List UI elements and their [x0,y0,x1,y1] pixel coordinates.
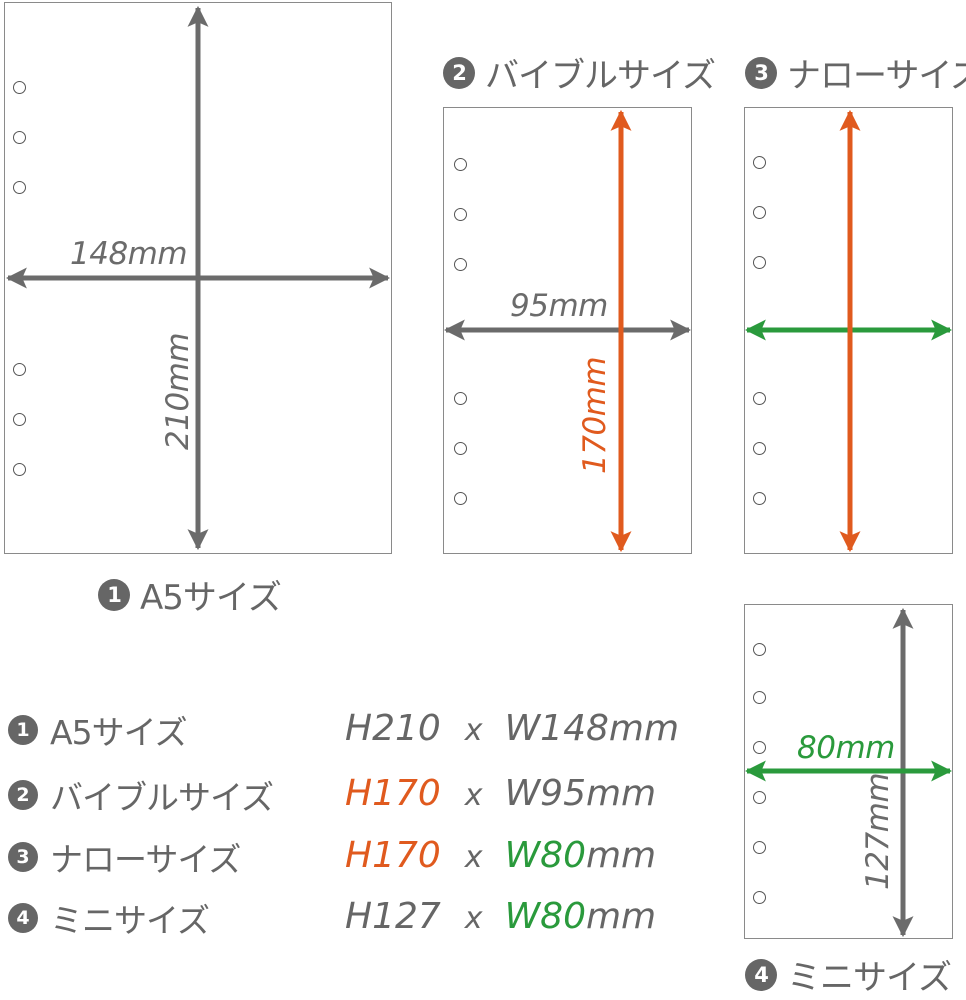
mini-height-label: 127mm [860,772,896,890]
spec-list-item-narrow: 3 ナローサイズ [8,832,241,882]
mini-width-label: 80mm [797,730,895,766]
bible-width-label: 95mm [510,288,608,324]
spec-height: H210 [345,708,441,749]
spec-height: H170 [345,773,441,814]
spec-times: x [464,778,483,813]
binder-hole [454,208,467,221]
spec-times: x [464,840,483,875]
binder-hole [13,413,26,426]
number-badge: 2 [8,780,38,810]
binder-hole [454,492,467,505]
spec-times: x [464,901,483,936]
spec-name: ミニサイズ [50,901,210,940]
spec-dimensions-a5: H210 x W148mm [345,708,679,749]
spec-dimensions-narrow: H170 x W80mm [345,835,656,876]
binder-hole [753,643,766,656]
number-badge: 3 [8,842,38,872]
number-badge: 3 [745,56,777,89]
binder-hole [753,392,766,405]
binder-hole [753,791,766,804]
binder-hole [454,258,467,271]
binder-hole [454,392,467,405]
spec-width: W95 [504,773,586,814]
spec-list-item-mini: 4 ミニサイズ [8,893,210,943]
spec-name: ナローサイズ [50,840,241,879]
number-badge: 1 [98,578,130,611]
a5-title: A5サイズ [140,578,282,618]
a5-width-label: 148mm [70,236,188,272]
mini-heading: 4 ミニサイズ [745,950,952,999]
spec-dimensions-bible: H170 x W95mm [345,773,656,814]
spec-unit: mm [585,896,657,937]
binder-hole [753,256,766,269]
binder-hole [13,81,26,94]
a5-heading: 1 A5サイズ [98,570,282,619]
binder-hole [13,131,26,144]
spec-width: W80 [504,835,586,876]
spec-unit: mm [608,708,680,749]
spec-unit: mm [585,773,657,814]
spec-width: W80 [504,896,586,937]
bible-heading: 2 バイブルサイズ [443,48,716,97]
spec-width: W148 [504,708,609,749]
spec-times: x [464,713,483,748]
narrow-title: ナローサイズ [787,56,966,96]
spec-list-item-bible: 2 バイブルサイズ [8,770,274,820]
binder-hole [753,691,766,704]
binder-hole [753,741,766,754]
mini-title: ミニサイズ [787,958,952,998]
binder-hole [753,206,766,219]
number-badge: 2 [443,56,475,89]
spec-unit: mm [585,835,657,876]
bible-title: バイブルサイズ [485,56,716,96]
spec-dimensions-mini: H127 x W80mm [345,896,656,937]
spec-name: A5サイズ [50,713,188,752]
spec-height: H170 [345,835,441,876]
binder-hole [753,156,766,169]
binder-hole [13,363,26,376]
number-badge: 4 [745,958,777,991]
binder-hole [454,158,467,171]
spec-list-item-a5: 1 A5サイズ [8,705,188,755]
bible-height-label: 170mm [577,356,613,474]
binder-hole [454,442,467,455]
spec-name: バイブルサイズ [50,778,274,817]
a5-height-label: 210mm [160,332,196,450]
binder-hole [13,463,26,476]
number-badge: 1 [8,715,38,745]
narrow-heading: 3 ナローサイズ [745,48,966,97]
binder-hole [13,181,26,194]
binder-hole [753,841,766,854]
number-badge: 4 [8,903,38,933]
binder-hole [753,891,766,904]
binder-hole [753,442,766,455]
binder-hole [753,492,766,505]
spec-height: H127 [345,896,441,937]
